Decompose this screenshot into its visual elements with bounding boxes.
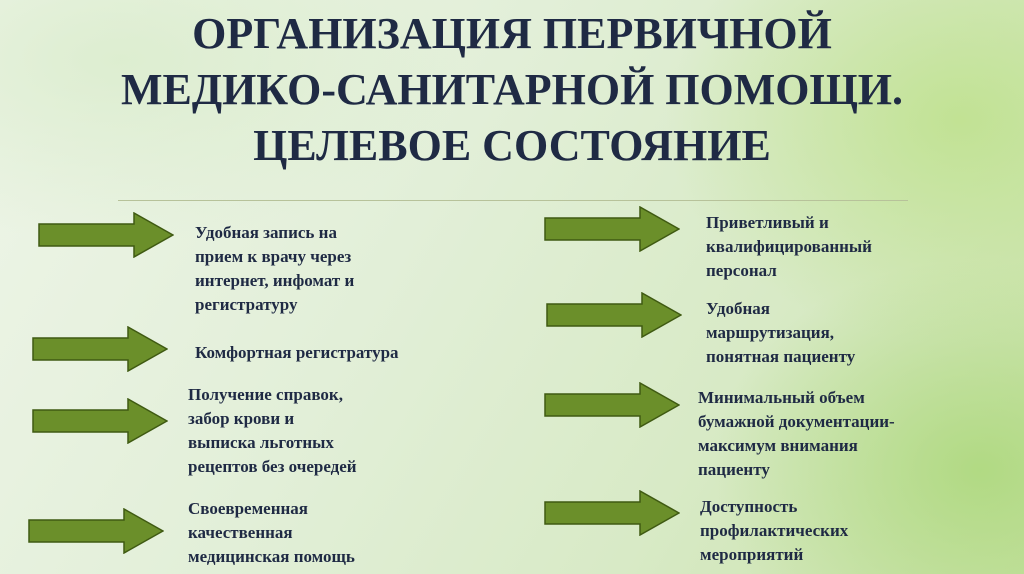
arrow-right-icon — [544, 490, 680, 536]
slide-title: ОРГАНИЗАЦИЯ ПЕРВИЧНОЙ МЕДИКО-САНИТАРНОЙ … — [0, 6, 1024, 174]
goal-prevention-access: Доступность профилактических мероприятий — [700, 497, 849, 564]
goal-comfortable-registry: Комфортная регистратура — [195, 343, 399, 362]
goal-no-queues: Получение справок, забор крови и выписка… — [188, 385, 357, 476]
goal-online-appointment: Удобная запись на прием к врачу через ин… — [195, 223, 355, 314]
goal-less-paperwork: Минимальный объем бумажной документации-… — [698, 388, 895, 479]
arrow-right-icon — [544, 382, 680, 428]
goal-timely-care: Своевременная качественная медицинская п… — [188, 499, 355, 566]
title-line-3: ЦЕЛЕВОЕ СОСТОЯНИЕ — [253, 121, 771, 170]
arrow-right-icon — [544, 206, 680, 252]
arrow-right-icon — [32, 326, 168, 372]
arrow-right-icon — [28, 508, 164, 554]
title-line-2: МЕДИКО-САНИТАРНОЙ ПОМОЩИ. — [120, 65, 904, 114]
title-divider — [118, 200, 908, 201]
title-line-1: ОРГАНИЗАЦИЯ ПЕРВИЧНОЙ — [192, 9, 832, 58]
arrow-right-icon — [32, 398, 168, 444]
arrow-right-icon — [546, 292, 682, 338]
goal-friendly-staff: Приветливый и квалифицированный персонал — [706, 213, 872, 280]
goal-routing: Удобная маршрутизация, понятная пациенту — [706, 299, 856, 366]
arrow-right-icon — [38, 212, 174, 258]
